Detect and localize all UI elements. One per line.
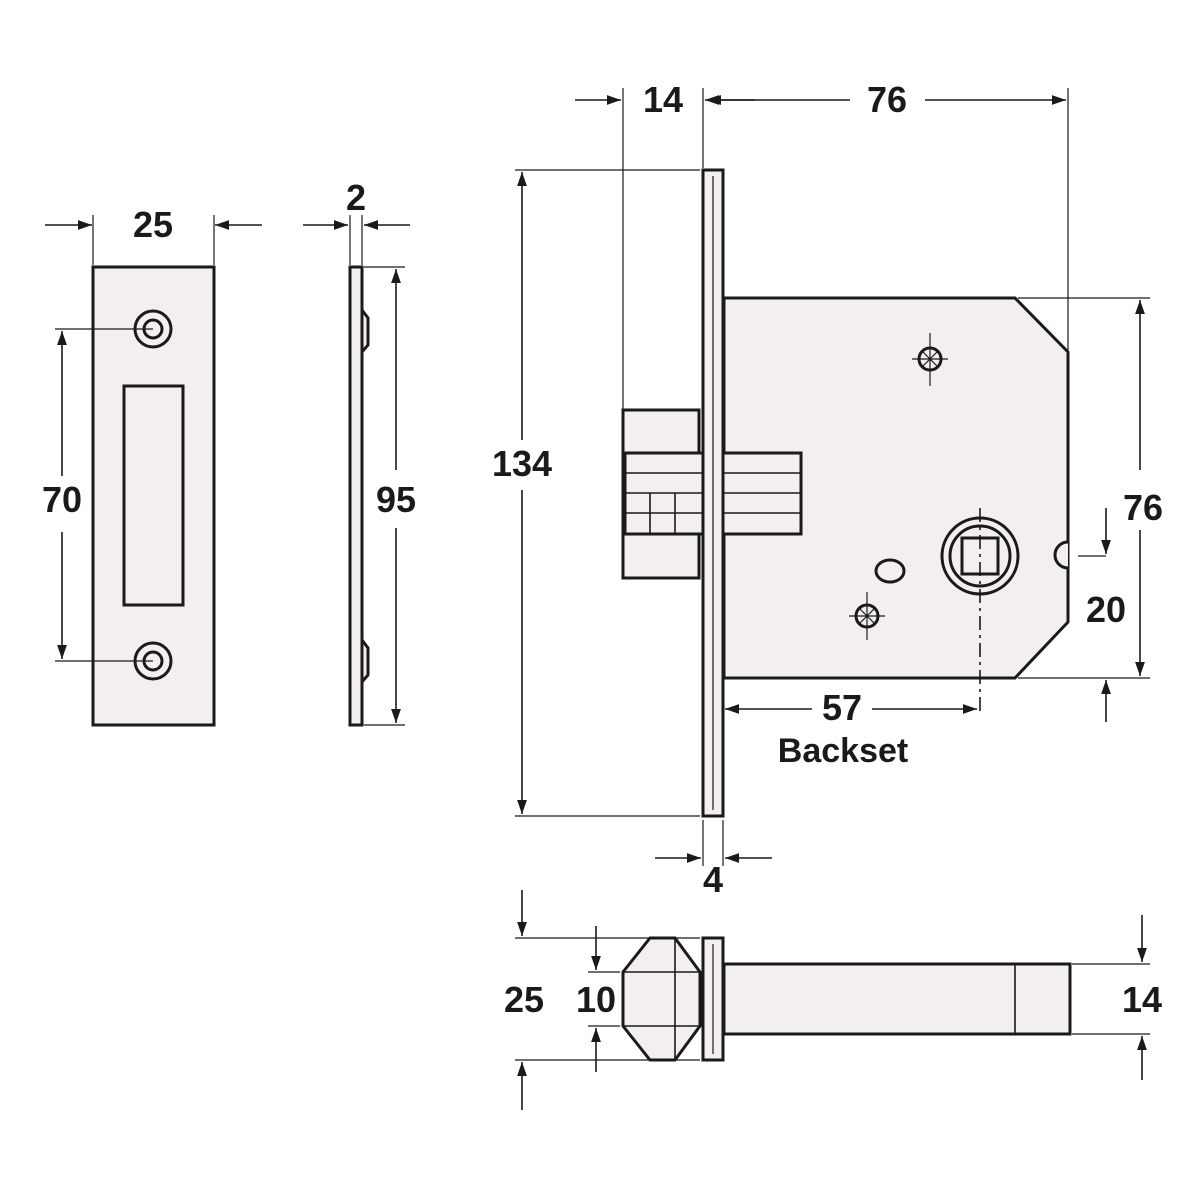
bolt-view: 25 10 14	[504, 890, 1162, 1110]
dim-case-depth: 76	[867, 79, 907, 120]
lock-case-notch	[1053, 540, 1069, 570]
lock-case-screw-top	[912, 333, 948, 386]
lock-key-hole	[874, 558, 906, 584]
dim-strike-thickness: 2	[346, 177, 366, 218]
bolt-view-case	[722, 962, 1072, 1036]
dim-strike-height: 95	[376, 479, 416, 520]
dim-forend-thickness: 4	[703, 859, 723, 900]
strike-plate-front-view: 25 70	[42, 204, 262, 727]
lock-body-view: 14 76 134 76 20 57 Backset 4	[492, 79, 1163, 900]
strike-plate-side-outline	[348, 265, 364, 727]
strike-plate-side-lug-top	[360, 305, 370, 357]
lock-follower	[940, 508, 1020, 716]
strike-plate-side-view: 2 95	[303, 177, 416, 727]
bolt-view-head	[621, 936, 702, 1062]
strike-plate-side-lug-bottom	[360, 635, 370, 687]
dim-hole-spacing: 70	[42, 479, 82, 520]
dim-follower-offset: 20	[1086, 589, 1126, 630]
dim-bolt-forend-width: 25	[504, 979, 544, 1020]
strike-plate-latch-slot	[122, 384, 185, 607]
dim-case-thickness: 14	[1122, 979, 1162, 1020]
dim-forend-offset: 14	[643, 79, 683, 120]
dim-bolt-width: 10	[576, 979, 616, 1020]
dim-backset: 57	[822, 687, 862, 728]
backset-label: Backset	[778, 732, 908, 770]
dim-forend-height: 134	[492, 443, 552, 484]
dim-case-height: 76	[1123, 487, 1163, 528]
lock-case-screw-bottom	[849, 592, 885, 640]
dim-strike-width: 25	[133, 204, 173, 245]
